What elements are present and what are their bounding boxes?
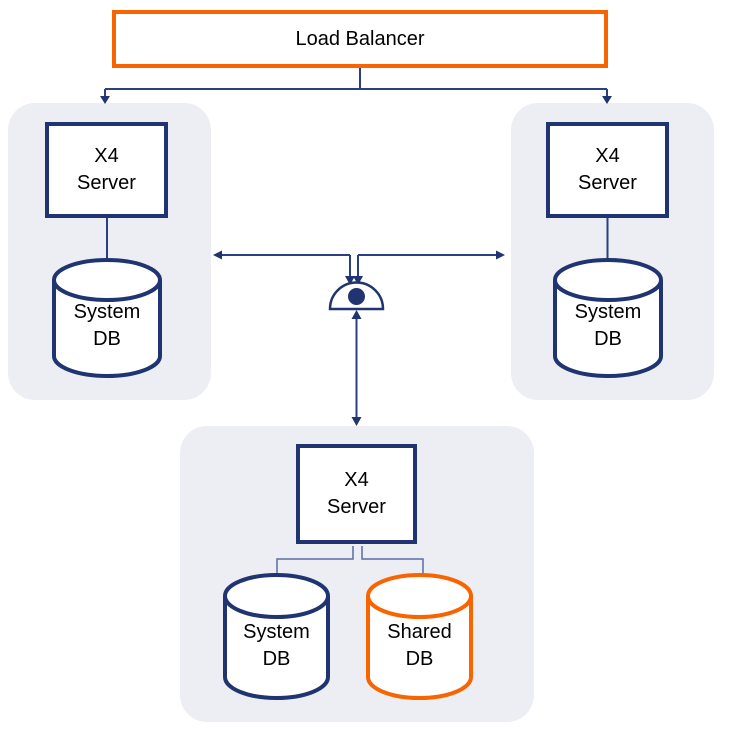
junction-icon [328,281,385,311]
system-db-node-right: System DB [553,258,663,378]
arrow-down-icon [353,276,363,285]
x4-server-node-right: X4 Server [546,122,669,218]
system-db-node-left: System DB [52,258,162,378]
load-balancer-label: Load Balancer [295,27,425,50]
horizontal-arrowheads [213,250,505,285]
db-label: System DB [243,621,310,670]
server-label-line: Server [77,172,136,194]
server-label-line: X4 [94,145,119,167]
db-label: Shared DB [387,621,452,670]
arrow-right-icon [496,250,505,260]
vertical-sync-connector [351,310,362,426]
db-label: System DB [574,301,642,350]
load-balancer-fork-connector [104,68,608,97]
database-cylinder-icon [553,258,663,378]
arrow-left-icon [213,250,222,260]
database-cylinder-icon [52,258,162,378]
horizontal-sync-connector [221,254,497,277]
db-label: System DB [73,301,141,350]
database-cylinder-icon [223,573,330,700]
load-balancer-node: Load Balancer [112,10,608,68]
database-cylinder-icon [366,573,473,700]
server-label-line: Server [327,496,386,518]
arrow-down-icon [345,276,355,285]
arrow-down-icon [351,417,362,426]
x4-server-node-bottom: X4 Server [296,444,417,544]
x4-server-node-left: X4 Server [45,122,168,218]
shared-db-node-bottom: Shared DB [366,573,473,700]
system-db-node-bottom: System DB [223,573,330,700]
server-label-line: X4 [595,145,620,167]
server-label-line: Server [578,172,637,194]
arrow-up-icon [351,310,362,319]
server-label-line: X4 [344,469,369,491]
